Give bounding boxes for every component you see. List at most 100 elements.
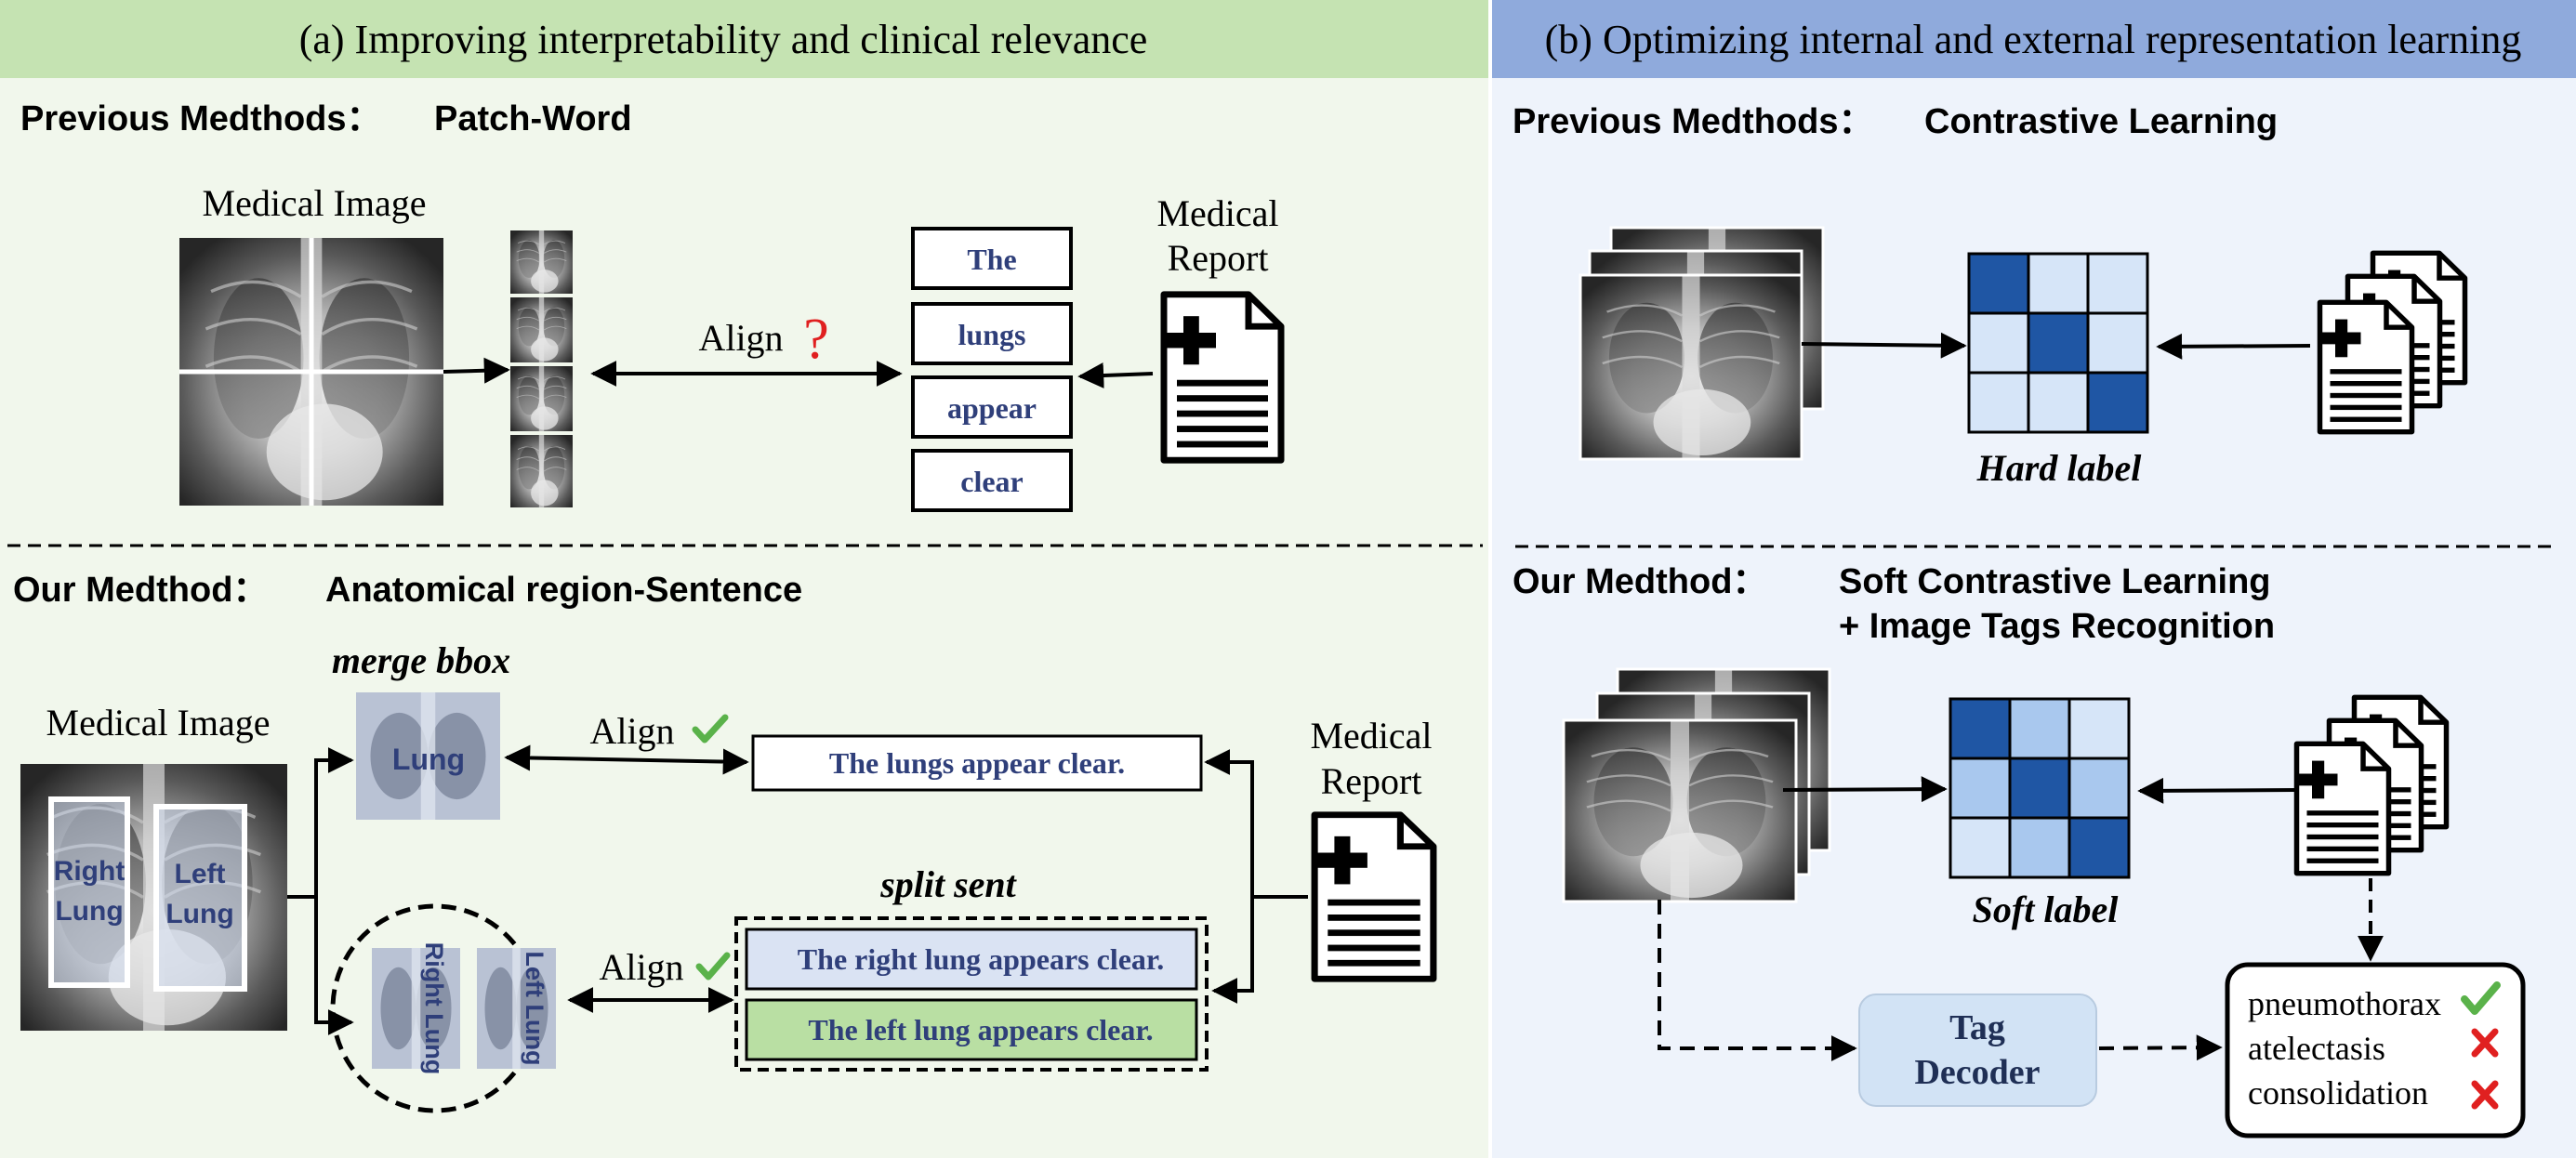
image-to-decoder-arrow [1658, 900, 1857, 1061]
top-a-report-label-2: Report [1168, 237, 1269, 279]
tag-decoder [1858, 994, 2097, 1107]
tag-name: consolidation [2248, 1074, 2428, 1112]
top-a-report-icon [1164, 295, 1281, 460]
matrix-cell [2008, 816, 2071, 879]
hard-label-caption: Hard label [1976, 447, 2143, 489]
top-b-report-arrow [2156, 333, 2311, 360]
panel-a: (a) Improving interpretability and clini… [0, 0, 1488, 1158]
right-lung-crop: Right Lung [372, 942, 460, 1074]
tag-list-box [2225, 962, 2526, 1138]
tag-name: atelectasis [2248, 1030, 2385, 1067]
merged-align-label: Align [589, 710, 674, 752]
cross-icon [2471, 1028, 2499, 1058]
right-sentence: The right lung appears clear. [798, 942, 1164, 976]
merged-lung-region: Lung [356, 692, 500, 820]
word-text: The [967, 243, 1016, 276]
matrix-cell [2086, 311, 2149, 375]
decoder-to-tags-arrow [2098, 1034, 2223, 1061]
matrix-cell [2067, 697, 2131, 760]
panel-b: (b) Optimizing internal and external rep… [1492, 0, 2576, 1158]
matrix-cell [2027, 371, 2090, 434]
top-b-image-arrow [1801, 332, 1967, 359]
report-to-merged-arrow [1204, 749, 1308, 899]
question-mark-icon: ? [803, 308, 829, 371]
top-a-report-label-1: Medical [1156, 192, 1278, 234]
merged-region-label: Lung [392, 743, 465, 776]
left-sentence: The left lung appears clear. [808, 1013, 1153, 1046]
check-icon [692, 714, 729, 743]
right-lung-label-1: Right [54, 856, 125, 887]
right-lung-label-2: Lung [55, 896, 123, 927]
patch-split-arrow [443, 357, 510, 384]
top-a-align-label: Align [698, 317, 783, 359]
matrix-cell [1967, 311, 2030, 375]
matrix-cell [1967, 252, 2030, 315]
panel-b-header [1492, 0, 2576, 78]
bottom-a-heading-prefix: Our Medthod： [13, 571, 268, 610]
check-icon [695, 952, 731, 980]
matrix-cell [2086, 371, 2149, 434]
panel-a-title: (a) Improving interpretability and clini… [299, 17, 1148, 62]
top-b-image-stack [1579, 226, 1825, 461]
bottom-b-report-arrow [2137, 777, 2297, 804]
split-sentence-group [734, 916, 1209, 1072]
soft-label-caption: Soft label [1973, 888, 2120, 930]
bottom-b-image-arrow [1782, 776, 1948, 803]
matrix-cell [2027, 311, 2090, 375]
panel-b-title: (b) Optimizing internal and external rep… [1545, 17, 2522, 62]
matrix-cell [1949, 757, 2012, 820]
left-lung-crop-label: Left Lung [521, 952, 548, 1066]
matrix-cell [1949, 816, 2012, 879]
left-lung-crop: Left Lung [477, 948, 556, 1069]
soft-label-matrix [1949, 697, 2131, 879]
word-text: clear [960, 465, 1024, 498]
tag-decoder-line1: Tag [1949, 1008, 2005, 1047]
merged-align-arrow [504, 744, 749, 775]
word-box [911, 375, 1073, 439]
matrix-cell [1967, 371, 2030, 434]
bottom-b-heading-line1: Soft Contrastive Learning [1839, 562, 2271, 601]
split-sent-label: split sent [879, 863, 1017, 905]
matrix-cell [2008, 757, 2071, 820]
word-box [911, 302, 1073, 365]
word-box [911, 449, 1073, 512]
matrix-cell [2086, 252, 2149, 315]
tag-decoder-line2: Decoder [1914, 1053, 2040, 1092]
bottom-b-heading-prefix: Our Medthod： [1513, 562, 1767, 601]
to-merged-arrow [287, 747, 354, 899]
right-lung-crop-label: Right Lung [420, 942, 448, 1074]
top-a-heading-method: Patch-Word [434, 99, 632, 138]
top-a-medical-image [179, 238, 443, 506]
bottom-a-image-label: Medical Image [46, 702, 271, 743]
bottom-a-medical-image: Right Lung Left Lung [20, 764, 287, 1031]
split-align-label: Align [599, 946, 683, 988]
tag-name: pneumothorax [2248, 985, 2441, 1022]
matrix-cell [1949, 697, 2012, 760]
right-lung-bbox [48, 796, 130, 988]
hard-label-matrix [1967, 252, 2149, 434]
top-b-heading-prefix: Previous Medthods： [1513, 102, 1874, 141]
top-b-heading-method: Contrastive Learning [1924, 102, 2278, 141]
word-text: appear [947, 391, 1037, 425]
left-lung-label-2: Lung [165, 899, 233, 929]
top-a-heading-prefix: Previous Medthods： [20, 99, 382, 138]
matrix-cell [2067, 816, 2131, 879]
image-patches [510, 230, 573, 507]
report-to-split-arrow [1211, 897, 1254, 1004]
check-icon [2461, 981, 2501, 1015]
bottom-a-report-label-1: Medical [1310, 715, 1432, 757]
merged-sentence-box [751, 734, 1203, 792]
bottom-b-image-stack [1562, 667, 1831, 903]
report-to-words-arrow [1077, 362, 1154, 389]
to-split-arrow [314, 897, 354, 1035]
right-sentence-box [745, 928, 1198, 991]
matrix-cell [2027, 252, 2090, 315]
merged-sentence: The lungs appear clear. [829, 746, 1125, 780]
left-lung-bbox [153, 804, 247, 992]
merge-bbox-label: merge bbox [332, 639, 510, 681]
left-sentence-box [745, 998, 1198, 1061]
word-box [911, 227, 1073, 290]
word-text: lungs [958, 318, 1026, 351]
top-a-image-label: Medical Image [203, 182, 427, 224]
